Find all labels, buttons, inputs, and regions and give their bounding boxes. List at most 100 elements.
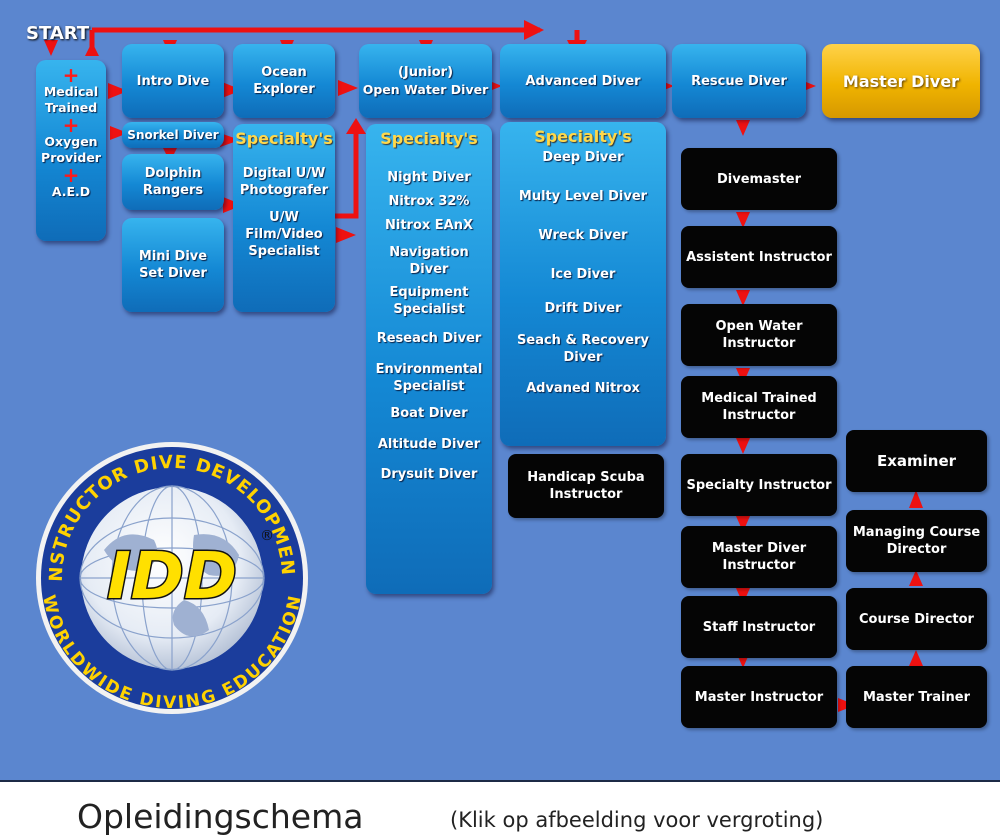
arrow-rescue-divemaster xyxy=(736,120,750,136)
logo-mark: IDD xyxy=(107,540,237,614)
specialty-item: Environmental Specialist xyxy=(375,362,483,394)
arrow-pro-4 xyxy=(736,438,750,454)
prereq-item: Oxygen Provider xyxy=(41,134,101,165)
dolphin-rangers-label: Dolphin Rangers xyxy=(142,166,204,198)
specialty-item: Wreck Diver xyxy=(538,228,628,243)
specialty-item: Multy Level Diver xyxy=(518,189,648,204)
arrow-snorkel-specialty xyxy=(220,133,240,147)
arrow-intro-ocean xyxy=(222,82,242,98)
specialty-item: Altitude Diver xyxy=(377,437,481,452)
diagram[interactable]: START + Medical Trained + Oxygen Provide… xyxy=(0,0,1000,782)
specialty-title: Specialty's xyxy=(235,129,333,148)
specialty-item: Boat Diver xyxy=(390,406,468,421)
pro-level-label: Master Diver Instructor xyxy=(711,541,807,573)
staff-instructor-box[interactable]: Staff Instructor xyxy=(681,596,837,658)
snorkel-diver-label: Snorkel Diver xyxy=(127,127,219,142)
master-instructor-box[interactable]: Master Instructor xyxy=(681,666,837,728)
arrow-ocean-openwater xyxy=(338,80,358,96)
logo-registered: ® xyxy=(260,528,274,544)
trainer-level-label: Examiner xyxy=(876,451,957,470)
specialty-item: Drift Diver xyxy=(544,301,622,316)
specialty-title: Specialty's xyxy=(380,129,478,148)
course-director-box[interactable]: Course Director xyxy=(846,588,987,650)
master-diver-label: Master Diver xyxy=(842,71,960,91)
arrow-col1-snorkel xyxy=(110,126,128,140)
plus-icon: + xyxy=(62,163,80,187)
intro-dive-box[interactable]: Intro Dive xyxy=(122,44,224,118)
pro-level-label: Divemaster xyxy=(716,171,802,187)
handicap-instructor-box[interactable]: Handicap Scuba Instructor xyxy=(508,454,664,518)
specialty-item: Deep Diver xyxy=(542,150,624,165)
arrow-col1-intro xyxy=(108,83,128,99)
arrow-up-managing xyxy=(909,490,923,508)
rescue-diver-box[interactable]: Rescue Diver xyxy=(672,44,806,118)
arrow-up-trainer xyxy=(909,650,923,666)
specialty-item: Drysuit Diver xyxy=(380,467,478,482)
pro-level-label: Medical Trained Instructor xyxy=(701,391,817,423)
pro-level-label: Staff Instructor xyxy=(702,619,816,635)
snorkel-diver-box[interactable]: Snorkel Diver xyxy=(122,122,224,148)
mini-dive-label: Mini Dive Set Diver xyxy=(138,249,208,281)
specialty-item: Nitrox EAnX xyxy=(384,218,474,233)
arrow-pro-1 xyxy=(736,212,750,228)
specialty-item: Navigation Diver xyxy=(389,245,469,277)
handicap-label: Handicap Scuba Instructor xyxy=(527,470,645,502)
pro-level-label: Open Water Instructor xyxy=(715,319,803,351)
trainer-level-label: Managing Course Director xyxy=(852,525,981,557)
prereq-item: A.E.D xyxy=(51,184,91,199)
arrow-up-specialty xyxy=(346,118,366,134)
master-trainer-box[interactable]: Master Trainer xyxy=(846,666,987,728)
ocean-explorer-box[interactable]: Ocean Explorer xyxy=(233,44,335,118)
ocean-specialty-box[interactable]: Specialty's Digital U/W Photografer U/W … xyxy=(233,124,335,312)
arrow-film-openwater-specialty xyxy=(336,227,356,243)
advanced-diver-label: Advanced Diver xyxy=(525,73,641,89)
specialty-item: Seach & Recovery Diver xyxy=(517,333,649,365)
advanced-specialties-box[interactable]: Specialty's Deep Diver Multy Level Diver… xyxy=(500,122,666,446)
prereq-item: Medical Trained xyxy=(43,84,99,115)
mini-dive-box[interactable]: Mini Dive Set Diver xyxy=(122,218,224,312)
open-water-line1: (Junior) xyxy=(397,65,454,80)
open-water-instructor-box[interactable]: Open Water Instructor xyxy=(681,304,837,366)
pro-level-label: Master Instructor xyxy=(694,689,824,705)
specialty-item: Night Diver xyxy=(387,170,471,185)
examiner-box[interactable]: Examiner xyxy=(846,430,987,492)
master-diver-instructor-box[interactable]: Master Diver Instructor xyxy=(681,526,837,588)
specialty-instructor-box[interactable]: Specialty Instructor xyxy=(681,454,837,516)
arrow-up-start xyxy=(85,42,99,56)
specialty-item: Ice Diver xyxy=(550,267,616,282)
arrow-pro-2 xyxy=(736,290,750,306)
plus-icon: + xyxy=(62,63,80,87)
specialty-item: Advaned Nitrox xyxy=(526,381,640,396)
managing-course-director-box[interactable]: Managing Course Director xyxy=(846,510,987,572)
trainer-level-label: Course Director xyxy=(859,611,974,627)
caption-hint[interactable]: (Klik op afbeelding voor vergroting) xyxy=(450,808,824,832)
ocean-explorer-label: Ocean Explorer xyxy=(253,65,315,97)
pro-level-label: Specialty Instructor xyxy=(686,477,832,493)
master-diver-box[interactable]: Master Diver xyxy=(822,44,980,118)
specialty-item: Digital U/W Photografer xyxy=(239,166,329,198)
idd-logo: INSTRUCTOR DIVE DEVELOPMENT WORLDWIDE DI… xyxy=(34,440,308,714)
divemaster-box[interactable]: Divemaster xyxy=(681,148,837,210)
open-water-specialties-box[interactable]: Specialty's Night Diver Nitrox 32% Nitro… xyxy=(366,124,492,594)
open-water-line2: Open Water Diver xyxy=(362,82,489,97)
pro-level-label: Assistent Instructor xyxy=(686,249,832,265)
dolphin-rangers-box[interactable]: Dolphin Rangers xyxy=(122,154,224,210)
start-label: START xyxy=(26,23,90,44)
trainer-level-label: Master Trainer xyxy=(863,689,970,705)
specialty-item: Equipment Specialist xyxy=(389,285,469,317)
specialty-item: Reseach Diver xyxy=(376,331,482,346)
caption-title: Opleidingschema xyxy=(77,797,364,836)
intro-dive-label: Intro Dive xyxy=(136,73,210,89)
arrow-pro-5 xyxy=(736,516,750,532)
rescue-diver-label: Rescue Diver xyxy=(691,73,787,89)
prerequisites-box[interactable]: + Medical Trained + Oxygen Provider + A.… xyxy=(36,60,106,241)
specialty-item: U/W Film/Video Specialist xyxy=(245,210,323,259)
specialty-item: Nitrox 32% xyxy=(388,194,470,209)
open-water-box[interactable]: (Junior) Open Water Diver xyxy=(359,44,492,118)
arrow-up-course xyxy=(909,570,923,586)
assistent-instructor-box[interactable]: Assistent Instructor xyxy=(681,226,837,288)
arrow-down-start-col1 xyxy=(44,40,58,56)
advanced-diver-box[interactable]: Advanced Diver xyxy=(500,44,666,118)
medical-trained-instructor-box[interactable]: Medical Trained Instructor xyxy=(681,376,837,438)
plus-icon: + xyxy=(62,113,80,137)
